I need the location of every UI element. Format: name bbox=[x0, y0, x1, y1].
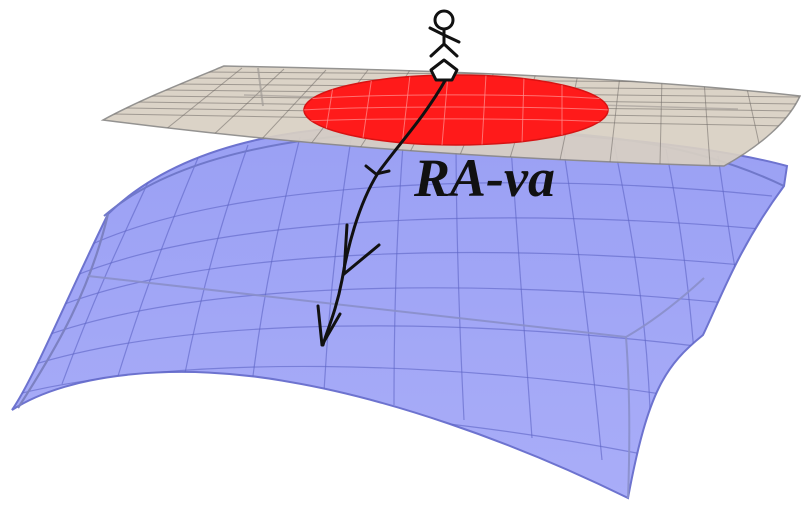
diagram-label: RA-va bbox=[413, 148, 555, 208]
pentagon-marker-icon bbox=[431, 60, 457, 80]
stick-figure-icon bbox=[430, 11, 459, 56]
intersection-disk bbox=[302, 75, 610, 145]
curved-surface bbox=[10, 126, 787, 498]
